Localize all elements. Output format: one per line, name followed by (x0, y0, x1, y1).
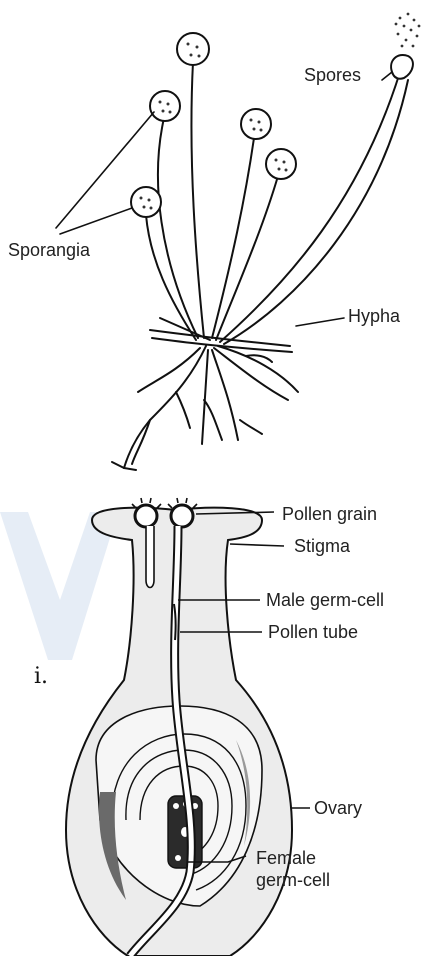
released-spores (395, 13, 421, 48)
label-spores: Spores (304, 65, 361, 86)
label-pollen-tube: Pollen tube (268, 622, 358, 643)
label-ovary: Ovary (314, 798, 362, 819)
sporangium (266, 149, 296, 179)
burst-sporangium (391, 55, 413, 79)
label-sporangia: Sporangia (8, 240, 90, 261)
label-male-germ-cell: Male germ-cell (266, 590, 384, 611)
label-pollen-grain: Pollen grain (282, 504, 377, 525)
sporangiophore-stalks (146, 62, 408, 344)
rhizopus-diagram (56, 13, 420, 470)
sporangium (177, 33, 209, 65)
rhizoids (112, 346, 298, 470)
sporangium (241, 109, 271, 139)
label-hypha: Hypha (348, 306, 400, 327)
watermark-shape (0, 512, 118, 660)
sporangia-heads (131, 33, 413, 217)
pollen-grain (135, 505, 157, 527)
label-female-germ-cell-line2: germ-cell (256, 870, 330, 891)
short-pollen-tube (146, 526, 154, 588)
diagram-marker: i. (34, 664, 48, 689)
label-stigma: Stigma (294, 536, 350, 557)
sporangium (150, 91, 180, 121)
label-female-germ-cell-line1: Female (256, 848, 316, 869)
pollen-grain (171, 505, 193, 527)
sporangium (131, 187, 161, 217)
